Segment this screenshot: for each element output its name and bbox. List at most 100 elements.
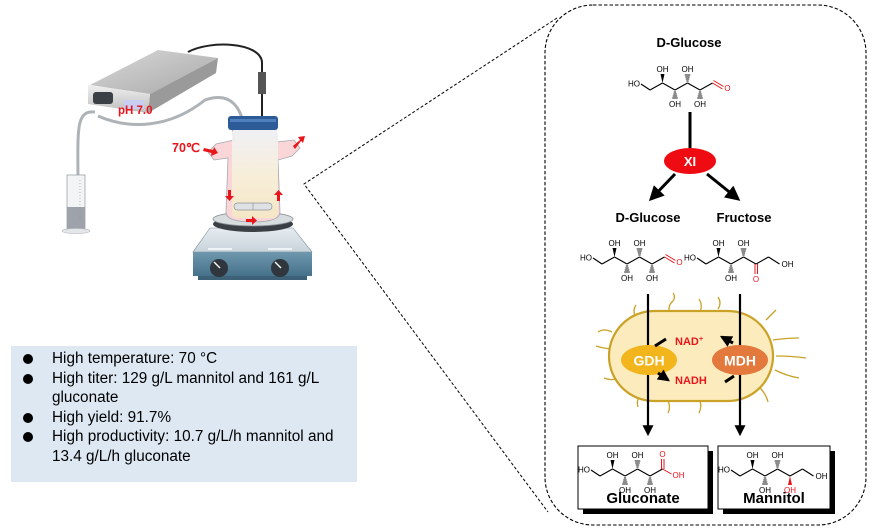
xi-enzyme-node — [664, 148, 716, 174]
bond — [730, 256, 744, 265]
wedge-bond — [788, 476, 792, 485]
gdh-enzyme-node — [621, 345, 677, 375]
bond — [752, 468, 766, 477]
bond — [601, 256, 615, 265]
atom-label: OH — [644, 486, 656, 495]
wedge-bond — [612, 248, 617, 257]
highlight-item: High productivity: 10.7 g/L/h mannitol a… — [21, 427, 357, 466]
arrow-to-fructose — [706, 172, 741, 201]
wedge-bond — [716, 248, 721, 257]
bond — [624, 468, 638, 477]
bond — [626, 256, 640, 265]
highlight-text: High productivity: 10.7 g/L/h mannitol a… — [52, 428, 334, 465]
atom-label: OH — [634, 239, 646, 248]
bond — [687, 82, 701, 91]
nadh-label: NADH — [675, 375, 707, 387]
pathway-panel-border — [544, 4, 867, 526]
xi-label: XI — [684, 154, 696, 169]
bond — [592, 257, 603, 265]
bond — [612, 468, 626, 477]
highlight-item: High yield: 91.7% — [21, 408, 357, 428]
atom-label: OH — [782, 260, 794, 269]
atom-label: O — [676, 258, 682, 267]
bond — [662, 82, 676, 91]
atom-label: OH — [609, 239, 621, 248]
mdh-label: MDH — [724, 353, 756, 369]
bullet-icon — [23, 412, 33, 423]
callout-lines — [303, 17, 558, 513]
atom-label: HO — [578, 466, 590, 475]
atom-label: O — [753, 275, 759, 284]
carbonyl-bond — [712, 82, 723, 90]
atom-label: OH — [759, 486, 771, 495]
highlight-item: High titer: 129 g/L mannitol and 161 g/L… — [21, 369, 357, 408]
bullet-icon — [23, 432, 33, 443]
mdh-enzyme-node — [712, 345, 768, 375]
atom-label: OH — [713, 239, 725, 248]
bond — [649, 468, 663, 477]
bond — [637, 468, 651, 477]
bond — [705, 256, 719, 265]
atom-label: OH — [738, 239, 750, 248]
branch-left-label: D-Glucose — [615, 210, 680, 225]
cofactor-arrow — [656, 369, 670, 382]
atom-label: OH — [619, 486, 631, 495]
atom-label: OH — [816, 472, 828, 481]
highlights-list: High temperature: 70 °C High titer: 129 … — [11, 346, 357, 467]
ph-meter — [88, 50, 218, 113]
atom-label: OH — [632, 451, 644, 460]
atom-label: OH — [694, 100, 706, 109]
bullet-icon — [23, 354, 33, 364]
atom-label: OH — [682, 65, 694, 74]
cofactor-arrow — [719, 335, 734, 347]
reactor-setup-illustration: pH 7.0 — [61, 43, 313, 280]
hotplate-knob-right — [271, 259, 289, 277]
gluconate-label: Gluconate — [606, 490, 679, 507]
highlight-text: High temperature: 70 °C — [52, 350, 218, 367]
bond — [802, 468, 814, 477]
atom-label: OH — [621, 274, 633, 283]
cofactor-arrow — [724, 374, 735, 384]
wedge-bond — [750, 460, 755, 469]
carbonyl-bond — [664, 256, 675, 264]
atom-label: HO — [580, 254, 592, 263]
mannitol-label: Mannitol — [743, 490, 805, 507]
carbonyl-bond — [665, 254, 676, 261]
bond — [730, 469, 741, 477]
atom-label: OH — [657, 65, 669, 74]
bond — [662, 468, 672, 475]
bond — [718, 256, 732, 265]
bond — [777, 468, 791, 477]
temperature-label: 70℃ — [172, 141, 200, 155]
arrow-to-glucose — [648, 172, 677, 202]
highlight-text: High titer: 129 g/L mannitol and 161 g/L… — [52, 369, 319, 407]
branch-right-label: Fructose — [717, 210, 772, 225]
bond — [590, 469, 601, 477]
highlight-item: High temperature: 70 °C — [21, 349, 357, 369]
wedge-bond — [660, 74, 665, 83]
carbonyl-bond — [713, 80, 724, 87]
bond — [699, 82, 713, 91]
wedge-bond — [610, 460, 615, 469]
atom-label: OH — [669, 100, 681, 109]
probe-connector — [258, 72, 266, 94]
atom-label: O — [724, 84, 730, 93]
bond — [696, 257, 707, 265]
highlight-text: High yield: 91.7% — [52, 408, 172, 426]
atom-label: HO — [684, 254, 696, 263]
bond — [649, 82, 663, 91]
substrate-label: D-Glucose — [656, 35, 721, 50]
atom-label: O — [659, 450, 665, 459]
bond — [743, 256, 757, 265]
cofactor-arrow — [654, 337, 667, 348]
highlights-box: High temperature: 70 °C High titer: 129 … — [11, 346, 357, 482]
bond — [789, 468, 803, 477]
atom-label: OH — [784, 486, 796, 495]
bond — [599, 468, 613, 477]
